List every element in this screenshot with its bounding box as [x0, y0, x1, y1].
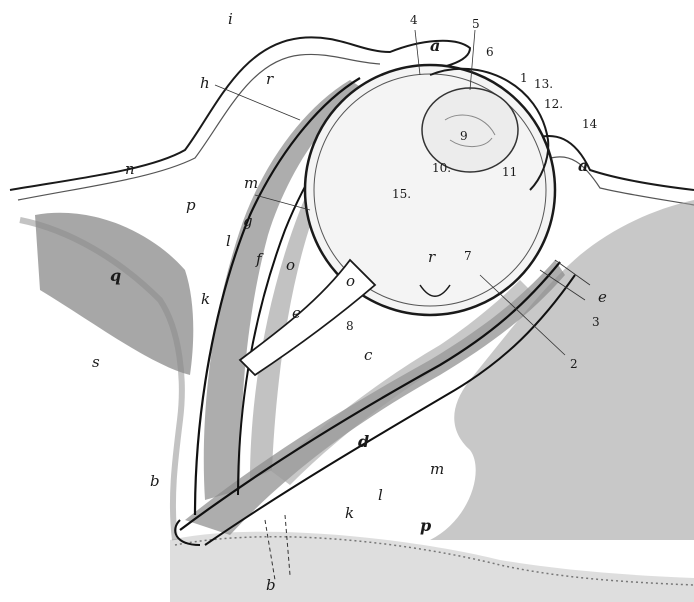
label-r-lower: r	[428, 250, 435, 265]
lens	[422, 88, 518, 172]
label-i: i	[228, 12, 233, 27]
label-4: 4	[410, 14, 418, 26]
label-a-lower: a	[578, 158, 588, 174]
temporal-muscle	[35, 213, 193, 375]
label-k-left: k	[201, 292, 210, 307]
label-c: c	[364, 348, 372, 363]
label-15: 15.	[392, 188, 411, 200]
label-d: d	[358, 434, 369, 450]
label-1: 1	[520, 72, 528, 84]
label-o-upper: o	[286, 258, 295, 273]
label-13: 13.	[534, 78, 553, 90]
orbital-floor-bone	[170, 532, 694, 602]
label-5: 5	[472, 18, 480, 30]
label-6: 6	[486, 46, 494, 58]
label-p-left: p	[186, 198, 196, 213]
label-m-lower: m	[430, 462, 444, 477]
label-o-middle: o	[346, 274, 355, 289]
label-10: 10.	[432, 162, 451, 174]
label-8: 8	[346, 320, 354, 332]
label-f: f	[256, 252, 262, 267]
label-e-right: e	[598, 290, 607, 305]
label-7: 7	[464, 250, 472, 262]
label-l-bottom: l	[378, 488, 383, 503]
label-m-upper: m	[244, 176, 258, 191]
label-q: q	[110, 268, 121, 284]
label-h: h	[200, 76, 210, 91]
leader-h	[215, 85, 300, 120]
label-2: 2	[570, 358, 578, 370]
label-r-upper: r	[266, 72, 273, 87]
label-s: s	[92, 355, 100, 370]
label-e-left: e	[292, 306, 301, 321]
label-12: 12.	[544, 98, 563, 110]
label-b-left: b	[150, 474, 160, 489]
label-a-upper: a	[430, 38, 440, 54]
label-l-left: l	[226, 234, 231, 249]
lower-lid-inner	[545, 157, 694, 205]
label-k-bottom: k	[345, 506, 354, 521]
label-n: n	[125, 162, 135, 177]
label-3: 3	[592, 316, 600, 328]
label-p-bottom: p	[420, 518, 431, 534]
label-11: 11	[502, 166, 517, 178]
label-b-bottom: b	[266, 578, 276, 593]
label-14: 14	[582, 118, 597, 130]
label-g: g	[243, 214, 253, 229]
label-9: 9	[460, 130, 468, 142]
